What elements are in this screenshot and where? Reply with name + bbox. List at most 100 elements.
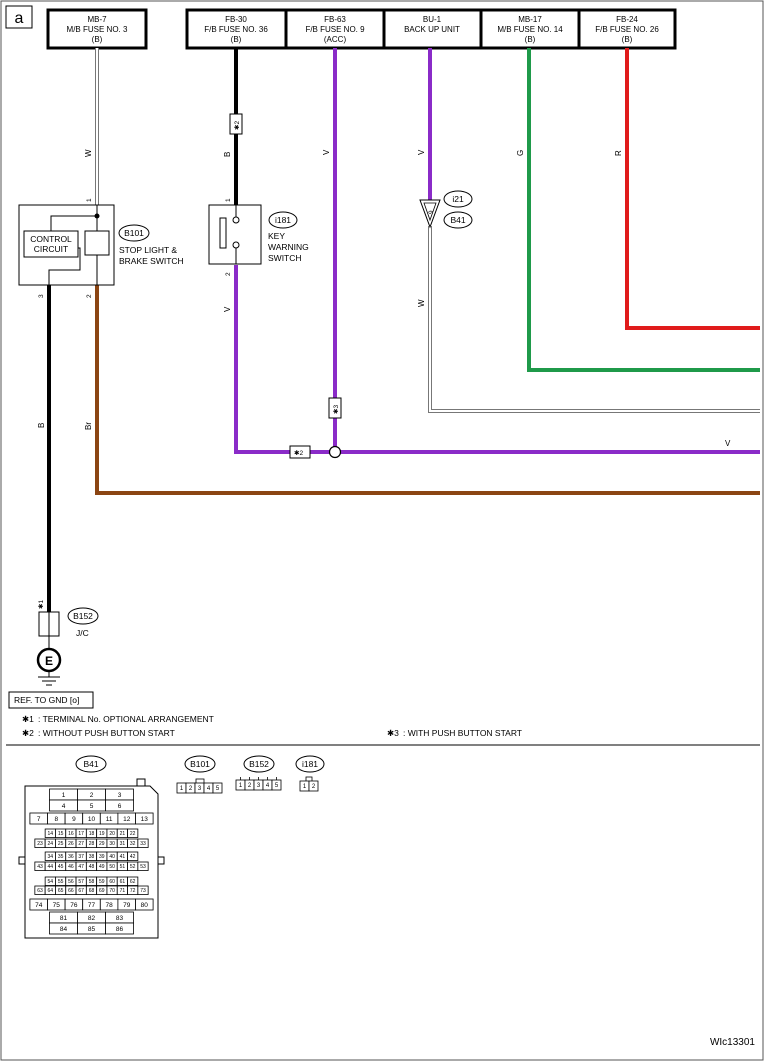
pin-number: 39 xyxy=(99,854,105,860)
star-marker-fb30: ✱2 xyxy=(229,113,243,135)
ground-symbol: E xyxy=(36,647,62,686)
pin-number: 80 xyxy=(141,902,149,909)
pin-number: 79 xyxy=(123,902,131,909)
pin-cell xyxy=(127,851,139,861)
pin-number: 13 xyxy=(141,816,149,823)
pin-cell xyxy=(137,885,149,895)
pin-number: 16 xyxy=(68,831,74,837)
pin-number: 2 xyxy=(189,786,193,792)
wire-label-br: Br xyxy=(84,422,93,430)
diagram-id: WIc13301 xyxy=(710,1037,755,1048)
svg-text:✱3: ✱3 xyxy=(332,405,340,414)
fuse-header-mb7: MB-7 M/B FUSE NO. 3 (B) xyxy=(46,8,148,50)
svg-text:FB-24: FB-24 xyxy=(616,15,638,24)
svg-text:✱2: ✱2 xyxy=(294,449,303,457)
fuse-header-fb30: FB-30 F/B FUSE NO. 36 (B) xyxy=(204,15,268,44)
svg-text:F/B FUSE NO. 9: F/B FUSE NO. 9 xyxy=(305,25,365,34)
pin-number: 15 xyxy=(58,831,64,837)
pin-number: 22 xyxy=(130,831,136,837)
pin-number: 85 xyxy=(88,926,96,933)
wire-red-fb24 xyxy=(625,48,760,330)
pin-number: 82 xyxy=(88,915,96,922)
pin-cell xyxy=(212,782,223,794)
b41-view-label: B41 xyxy=(75,755,107,773)
svg-text:BACK UP UNIT: BACK UP UNIT xyxy=(404,25,460,34)
wire-label-w-b41: W xyxy=(417,299,426,307)
wire-label-b-ground: B xyxy=(37,423,46,428)
pin-number: 76 xyxy=(70,902,78,909)
b101-pin-3: 3 xyxy=(38,294,45,298)
b101-view-label: B101 xyxy=(184,755,216,773)
wire-violet-key-switch xyxy=(234,265,760,454)
pin-number: 36 xyxy=(68,854,74,860)
pin-number: 55 xyxy=(58,879,64,885)
key-switch-name-1: KEY xyxy=(268,231,285,241)
pin-number: 52 xyxy=(130,864,136,870)
i181-pin-1: 1 xyxy=(225,198,232,202)
svg-text:(B): (B) xyxy=(231,35,242,44)
stop-light-brake-switch: CONTROL CIRCUIT xyxy=(18,204,115,286)
svg-text:MB-17: MB-17 xyxy=(518,15,542,24)
svg-text:BU-1: BU-1 xyxy=(423,15,442,24)
pin-number: 43 xyxy=(37,864,43,870)
pin-number: 28 xyxy=(89,841,95,847)
note-1-star: ✱1 xyxy=(22,714,34,724)
pin-number: 60 xyxy=(109,879,115,885)
pin-number: 7 xyxy=(37,816,41,823)
pin-number: 3 xyxy=(257,783,261,789)
svg-text:MB-7: MB-7 xyxy=(87,15,107,24)
note-3-star: ✱3 xyxy=(387,728,399,738)
pin-number: 14 xyxy=(48,831,54,837)
pin-number: 21 xyxy=(120,831,126,837)
pin-number: 37 xyxy=(78,854,84,860)
stop-switch-name-1: STOP LIGHT & xyxy=(119,245,177,255)
jc-name: J/C xyxy=(76,628,89,638)
svg-text:F/B FUSE NO. 26: F/B FUSE NO. 26 xyxy=(595,25,659,34)
pin-number: 58 xyxy=(89,879,95,885)
svg-text:B41: B41 xyxy=(83,759,98,769)
pin-number: 65 xyxy=(58,888,64,894)
pin-number: 11 xyxy=(106,816,113,823)
pin-number: 54 xyxy=(48,879,54,885)
page-letter-box xyxy=(5,5,33,29)
b152-connector-label: B152 xyxy=(67,607,99,625)
pin-number: 25 xyxy=(58,841,64,847)
pin-number: 9 xyxy=(72,816,76,823)
svg-text:REF. TO GND [o]: REF. TO GND [o] xyxy=(14,695,79,705)
note-2-text: : WITHOUT PUSH BUTTON START xyxy=(38,728,175,738)
pin-number: 74 xyxy=(35,902,43,909)
i181-pin-2: 2 xyxy=(225,272,232,276)
pin-number: 5 xyxy=(216,786,220,792)
pin-number: 20 xyxy=(109,831,115,837)
pin-number: 38 xyxy=(89,854,95,860)
svg-text:(B): (B) xyxy=(92,35,103,44)
svg-text:i21: i21 xyxy=(452,194,464,204)
svg-text:i181: i181 xyxy=(302,759,318,769)
wire-label-v-bus: V xyxy=(725,439,731,448)
pin-number: 24 xyxy=(48,841,54,847)
pin-number: 8 xyxy=(54,816,58,823)
pin-number: 10 xyxy=(88,816,96,823)
pin-cell xyxy=(127,876,139,886)
svg-text:M/B FUSE NO. 14: M/B FUSE NO. 14 xyxy=(497,25,563,34)
i21-connector-label: i21 xyxy=(443,190,473,208)
pin-number: 64 xyxy=(48,888,54,894)
pin-cell xyxy=(137,838,149,848)
wire-green-mb17 xyxy=(527,48,760,372)
svg-text:E: E xyxy=(45,654,53,668)
pin-number: 4 xyxy=(207,786,211,792)
wire-label-v-bu1: V xyxy=(417,149,426,155)
pin-number: 86 xyxy=(116,926,124,933)
wire-brown-b101 xyxy=(95,285,760,495)
pin-number: 56 xyxy=(68,879,74,885)
pin-number: 63 xyxy=(37,888,43,894)
pin-number: 69 xyxy=(99,888,105,894)
pin-number: 35 xyxy=(58,854,64,860)
svg-text:CONTROL: CONTROL xyxy=(30,234,72,244)
pin-number: 73 xyxy=(140,888,146,894)
key-switch-name-2: WARNING xyxy=(268,242,309,252)
